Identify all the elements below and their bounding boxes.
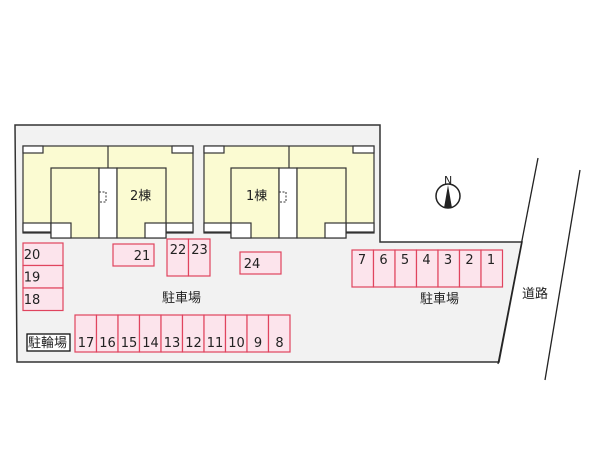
parking-space-6: 6 (372, 249, 396, 288)
parking-space-number: 5 (401, 253, 409, 268)
parking-space-17: 17 (74, 314, 98, 353)
parking-space-number: 7 (358, 253, 366, 268)
parking-space-15: 15 (117, 314, 141, 353)
parking-space-5: 5 (394, 249, 418, 288)
parking-space-number: 16 (99, 336, 116, 351)
parking-space-rect (239, 251, 282, 275)
parking-space-number: 21 (134, 249, 151, 264)
parking-space-7: 7 (351, 249, 375, 288)
parking-space-number: 15 (121, 336, 138, 351)
parking-space-number: 19 (24, 271, 41, 286)
parking-space-23: 23 (187, 238, 211, 277)
parking-space-20: 20 (22, 242, 64, 267)
parking-space-number: 3 (444, 253, 452, 268)
parking-space-rect (267, 314, 291, 353)
parking-space-number: 10 (228, 336, 245, 351)
parking-space-13: 13 (160, 314, 184, 353)
parking-label-west: 駐車場 (162, 291, 201, 306)
bicycle-parking-label: 駐輪場 (28, 335, 67, 351)
parking-space-number: 6 (379, 253, 387, 268)
north-compass-icon: N (435, 174, 461, 209)
parking-label-east: 駐車場 (420, 292, 459, 307)
parking-space-4: 4 (415, 249, 439, 288)
parking-space-10: 10 (224, 314, 248, 353)
building-1-label: 1棟 (246, 189, 267, 204)
building-2-label: 2棟 (130, 189, 151, 204)
parking-space-1: 1 (480, 249, 504, 288)
parking-space-number: 14 (142, 336, 159, 351)
parking-space-number: 9 (254, 336, 262, 351)
parking-space-number: 23 (191, 243, 208, 258)
parking-space-number: 24 (244, 257, 261, 272)
parking-space-11: 11 (203, 314, 227, 353)
parking-space-19: 19 (22, 264, 64, 289)
building-1 (203, 145, 375, 239)
bicycle-parking-box (26, 333, 71, 352)
road-edge-left (497, 157, 539, 365)
parking-space-rect (187, 238, 211, 277)
building-2 (22, 145, 194, 239)
parking-space-number: 18 (24, 293, 41, 308)
parking-space-number: 17 (78, 336, 95, 351)
parking-space-number: 1 (487, 253, 495, 268)
parking-space-number: 12 (185, 336, 202, 351)
parking-space-2: 2 (458, 249, 482, 288)
parking-space-number: 13 (164, 336, 181, 351)
parking-space-number: 4 (422, 253, 430, 268)
parking-space-number: 22 (170, 243, 187, 258)
road-edge-right (544, 169, 581, 381)
parking-space-21: 21 (112, 243, 155, 267)
parking-space-24: 24 (239, 251, 282, 275)
compass-north-label: N (444, 174, 452, 187)
parking-space-16: 16 (95, 314, 119, 353)
parking-space-12: 12 (181, 314, 205, 353)
parking-space-9: 9 (246, 314, 270, 353)
parking-space-18: 18 (22, 287, 64, 312)
parking-space-8: 8 (267, 314, 291, 353)
parking-space-rect (112, 243, 155, 267)
parking-space-number: 8 (275, 336, 283, 351)
parking-space-22: 22 (166, 238, 190, 277)
parking-space-3: 3 (437, 249, 461, 288)
parking-space-14: 14 (138, 314, 162, 353)
parking-space-rect (22, 287, 64, 312)
parking-space-number: 11 (207, 336, 224, 351)
parking-space-number: 20 (24, 248, 41, 263)
road-label: 道路 (522, 286, 548, 302)
parking-space-rect (480, 249, 504, 288)
parking-space-number: 2 (465, 253, 473, 268)
